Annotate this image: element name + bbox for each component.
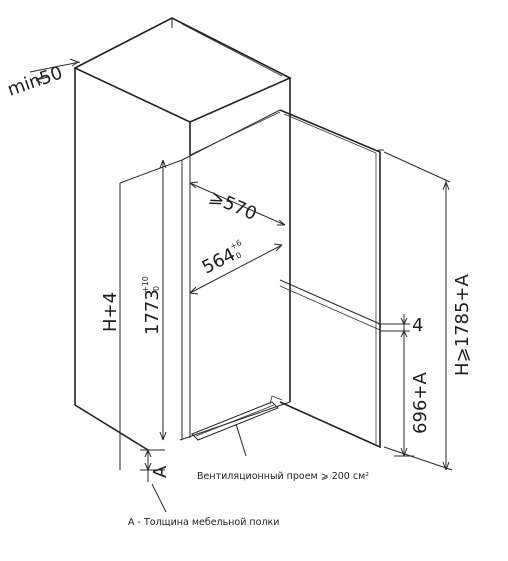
vent-leader	[235, 423, 247, 457]
door-split	[279, 279, 381, 325]
label-niche-height: H⩾1785+A	[452, 273, 473, 376]
cabinet-outline	[73, 17, 292, 451]
label-depth-min: ⩾570	[206, 186, 260, 225]
right-dimensions	[380, 151, 453, 471]
label-depth-fridge-tol-upper: +6	[229, 238, 244, 251]
cabinet-bottom-edge	[74, 404, 149, 451]
label-shelf-a: A	[150, 465, 171, 478]
label-fridge-height-tol-lower: 0	[152, 286, 161, 291]
vent-grille	[191, 395, 283, 441]
label-depth-fridge-group: 564 +6 0	[199, 238, 244, 278]
shelf-dimension	[140, 449, 167, 513]
label-door-gap: 4	[412, 315, 423, 336]
label-fridge-height: 1773	[142, 289, 163, 335]
label-lower-door: 696+A	[410, 372, 431, 434]
label-fridge-height-group: 1773 +10 0	[141, 276, 163, 335]
label-cabinet-height: H+4	[100, 292, 121, 332]
fridge-height-dimension	[159, 159, 167, 441]
cabinet-top	[73, 17, 292, 123]
label-depth-fridge-tol-lower: 0	[234, 250, 243, 260]
depth-dimensions	[189, 181, 286, 295]
fridge-door	[279, 109, 384, 449]
min-gap-dimension	[29, 58, 81, 84]
label-fridge-height-tol-upper: +10	[141, 276, 150, 293]
label-min-gap: min50	[5, 62, 66, 100]
vent-note: Вентиляционный проем ⩾ 200 см²	[197, 471, 369, 482]
door-outline	[279, 109, 381, 449]
legend-a: A - Толщина мебельной полки	[128, 517, 279, 528]
